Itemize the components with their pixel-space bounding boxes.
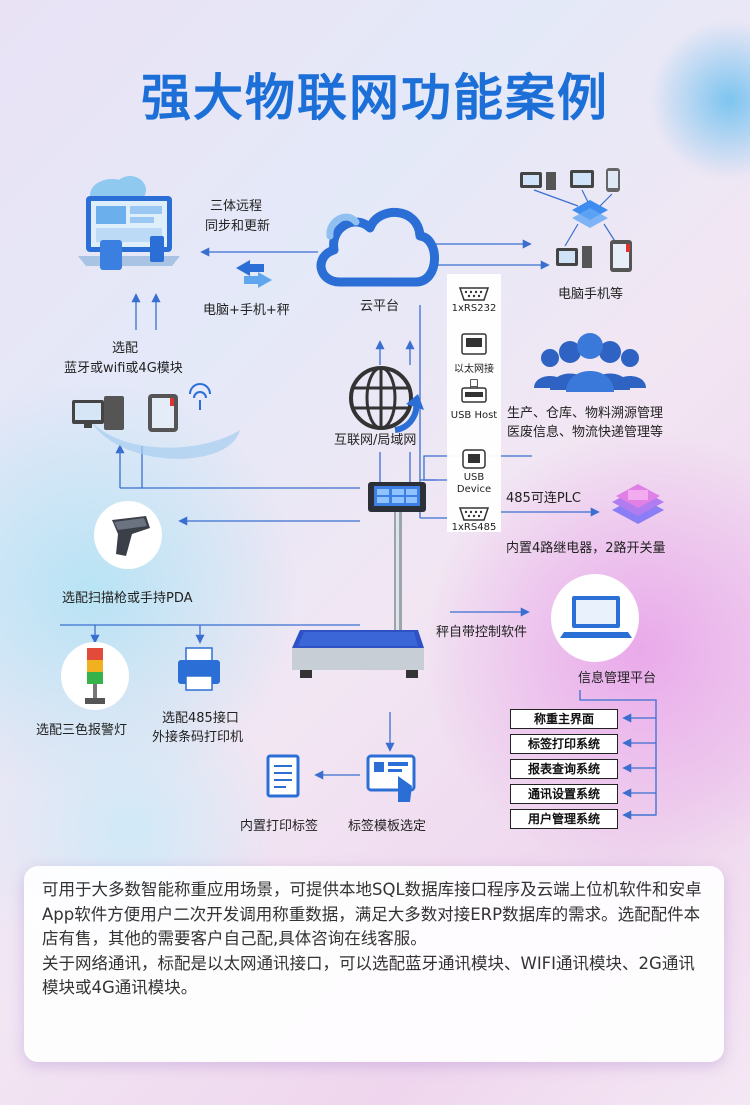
option-label-line1: 选配: [112, 341, 139, 356]
diagram-canvas: [60, 168, 664, 820]
cloud-label: 云平台: [360, 299, 400, 314]
sync-label-line2: 同步和更新: [205, 219, 271, 234]
sync-label-line1: 三体远程: [210, 199, 263, 214]
internet-label: 互联网/局域网: [334, 433, 417, 448]
usb-device-port-icon: [462, 449, 486, 469]
alarm-light-icon: [61, 642, 129, 710]
ports-panel: [447, 274, 501, 532]
menu-item-weighing: 称重主界面: [510, 709, 618, 729]
control-software-label: 秤自带控制软件: [436, 625, 528, 640]
menu-item-label-print: 标签打印系统: [510, 734, 618, 754]
pc-phone-scale-label: 电脑+手机+秤: [203, 303, 290, 318]
page-title: 强大物联网功能案例: [141, 69, 609, 127]
people-icon: [534, 333, 646, 392]
touch-screen-icon: [366, 754, 416, 802]
computer-cluster-icon: [78, 176, 180, 270]
scanner-label: 选配扫描枪或手持PDA: [62, 591, 193, 606]
description-panel: 可用于大多数智能称重应用场景，可提供本地SQL数据库接口程序及云端上位机软件和安…: [24, 866, 724, 1062]
printer-label-line2: 外接条码打印机: [152, 730, 244, 745]
sync-arrows-icon: [236, 260, 272, 288]
port-label-rs485: 1xRS485: [451, 522, 497, 533]
alarm-light-label: 选配三色报警灯: [36, 723, 128, 738]
barcode-scanner-icon: [94, 501, 162, 569]
port-label-ethernet: 以太网接口: [454, 364, 494, 390]
port-label-usb-host: USB Host: [450, 410, 498, 421]
info-platform-label: 信息管理平台: [578, 671, 657, 686]
description-paragraph-2: 关于网络通讯，标配是以太网通讯接口，可以选配蓝牙通讯模块、WIFI通讯模块、2G…: [42, 953, 695, 998]
plc-label: 485可连PLC: [506, 491, 581, 506]
pc-phone-etc-label: 电脑手机等: [558, 287, 624, 302]
port-label-usb-device: USB Device: [456, 472, 492, 495]
print-label-label: 内置打印标签: [240, 819, 319, 834]
printer-icon: [178, 647, 220, 691]
menu-item-comm-settings: 通讯设置系统: [510, 784, 618, 804]
laptop-icon: [551, 574, 639, 662]
plc-module-icon: [612, 484, 664, 524]
rs485-port-icon: [458, 507, 490, 521]
document-icon: [266, 754, 300, 798]
usb-host-port-icon: [461, 387, 487, 403]
printer-label-line1: 选配485接口: [162, 711, 239, 726]
industry-label-line1: 生产、仓库、物料溯源管理: [507, 406, 664, 421]
cloud-icon: [316, 208, 439, 287]
weighing-scale-icon: [292, 482, 426, 678]
menu-item-report: 报表查询系统: [510, 759, 618, 779]
rs232-port-icon: [458, 287, 490, 301]
devices-icon: [520, 168, 632, 272]
option-label-line2: 蓝牙或wifi或4G模块: [64, 361, 183, 376]
menu-item-user-management: 用户管理系统: [510, 809, 618, 829]
description-paragraph-1: 可用于大多数智能称重应用场景，可提供本地SQL数据库接口程序及云端上位机软件和安…: [42, 880, 702, 948]
industry-label-line2: 医废信息、物流快递管理等: [507, 425, 664, 440]
template-label: 标签模板选定: [348, 819, 427, 834]
pc-tablet-icon: [72, 383, 240, 459]
ethernet-port-icon: [461, 333, 487, 355]
globe-icon: [349, 366, 424, 433]
port-label-rs232: 1xRS232: [451, 303, 497, 314]
relay-label: 内置4路继电器，2路开关量: [506, 541, 666, 556]
